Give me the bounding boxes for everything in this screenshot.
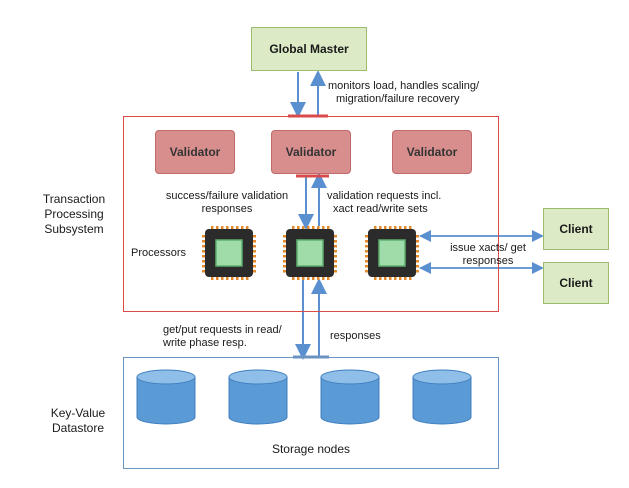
transaction-processing-subsystem-box — [123, 116, 499, 312]
storage-node-cylinder-icon — [320, 369, 380, 425]
client-node-2: Client — [543, 262, 609, 304]
processors-label: Processors — [131, 247, 187, 259]
client-node-1: Client — [543, 208, 609, 250]
validator-node-3: Validator — [392, 130, 472, 174]
validator-node-2: Validator — [271, 130, 351, 174]
storage-nodes-label: Storage nodes — [271, 442, 351, 456]
global-master-label: Global Master — [269, 42, 349, 56]
master-note-line1: monitors load, handles scaling/ — [328, 80, 480, 92]
master-note: monitors load, handles scaling/ migratio… — [328, 80, 479, 106]
validator-label-3: Validator — [406, 145, 458, 159]
master-note-line2: migration/failure recovery — [336, 93, 460, 105]
validator-node-1: Validator — [155, 130, 235, 174]
tps-label-line3: Subsystem — [44, 222, 104, 236]
client-note-line2: responses — [462, 255, 514, 267]
validation-responses-line1: success/failure validation — [165, 190, 289, 202]
key-value-datastore-box — [123, 357, 499, 469]
validation-responses-note: success/failure validation responses — [152, 190, 302, 216]
kv-label: Key-Value Datastore — [36, 406, 120, 436]
kv-label-line2: Datastore — [51, 421, 105, 435]
getput-note: get/put requests in read/ write phase re… — [163, 324, 282, 350]
client-label-1: Client — [559, 222, 593, 236]
validator-label-2: Validator — [285, 145, 337, 159]
client-label-2: Client — [559, 276, 593, 290]
tps-label: Transaction Processing Subsystem — [30, 192, 118, 237]
getput-note-line2: write phase resp. — [163, 337, 247, 349]
validation-responses-line2: responses — [201, 203, 253, 215]
validation-requests-note: validation requests incl. xact read/writ… — [327, 190, 441, 216]
tps-label-line1: Transaction — [42, 192, 106, 206]
global-master-node: Global Master — [251, 27, 367, 71]
storage-node-cylinder-icon — [228, 369, 288, 425]
getput-note-line1: get/put requests in read/ — [163, 324, 282, 336]
processor-chip-icon — [283, 226, 337, 280]
processor-chip-icon — [365, 226, 419, 280]
storage-node-cylinder-icon — [412, 369, 472, 425]
client-note-line1: issue xacts/ get — [450, 242, 526, 254]
tps-label-line2: Processing — [44, 207, 104, 221]
kv-label-line1: Key-Value — [50, 406, 106, 420]
validation-requests-line2: xact read/write sets — [333, 203, 428, 215]
validation-requests-line1: validation requests incl. — [327, 190, 442, 202]
responses-label: responses — [330, 330, 381, 342]
client-note: issue xacts/ get responses — [438, 242, 538, 268]
validator-label-1: Validator — [169, 145, 221, 159]
processor-chip-icon — [202, 226, 256, 280]
storage-node-cylinder-icon — [136, 369, 196, 425]
